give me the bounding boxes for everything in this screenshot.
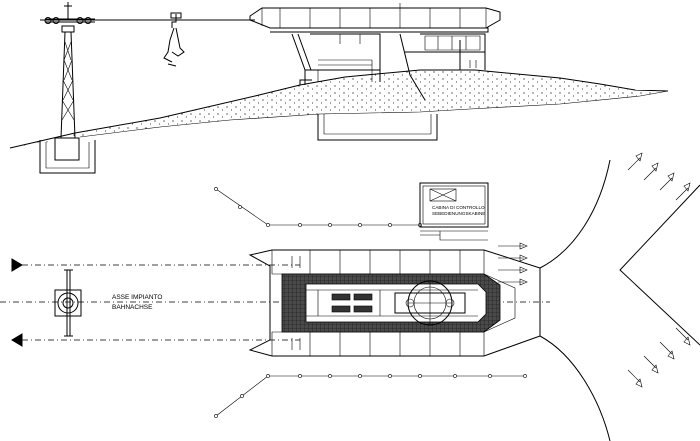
fence-lower (214, 374, 527, 418)
chairlift-chair (163, 12, 185, 67)
axis-label: ASSE IMPIANTO (112, 294, 162, 301)
exit-arrows (498, 242, 528, 286)
terrain-upper-line (9, 69, 669, 149)
terrain-lower-line (79, 90, 669, 138)
control-cabin (419, 182, 489, 241)
tower-foundation (39, 140, 96, 174)
support-tower (44, 2, 95, 139)
axis-label-de: BAHNACHSE (112, 304, 153, 311)
tower-plan (54, 269, 82, 337)
plan-view: ASSE IMPIANTO BAHNACHSE (0, 152, 700, 441)
station-roof (249, 3, 501, 33)
elevation-view (9, 2, 669, 174)
terrain-embankment (10, 70, 668, 148)
station-foundation (317, 114, 438, 141)
slope-v-divider (619, 184, 700, 346)
arrow-downhill-icon (11, 333, 23, 347)
station-building (291, 33, 486, 101)
arrow-uphill-icon (11, 258, 23, 272)
unloading-area-lower (539, 335, 611, 441)
slope-arrows-upper (627, 152, 691, 201)
slope-arrows-lower (627, 327, 691, 388)
fence-upper (214, 187, 422, 227)
station-plan (248, 249, 541, 357)
cabin-label-de: SEBEDIENUNGSKABINE (432, 211, 485, 216)
cabin-label: CABINA DI CONTROLLO (432, 205, 485, 210)
unloading-area-upper (539, 159, 611, 269)
